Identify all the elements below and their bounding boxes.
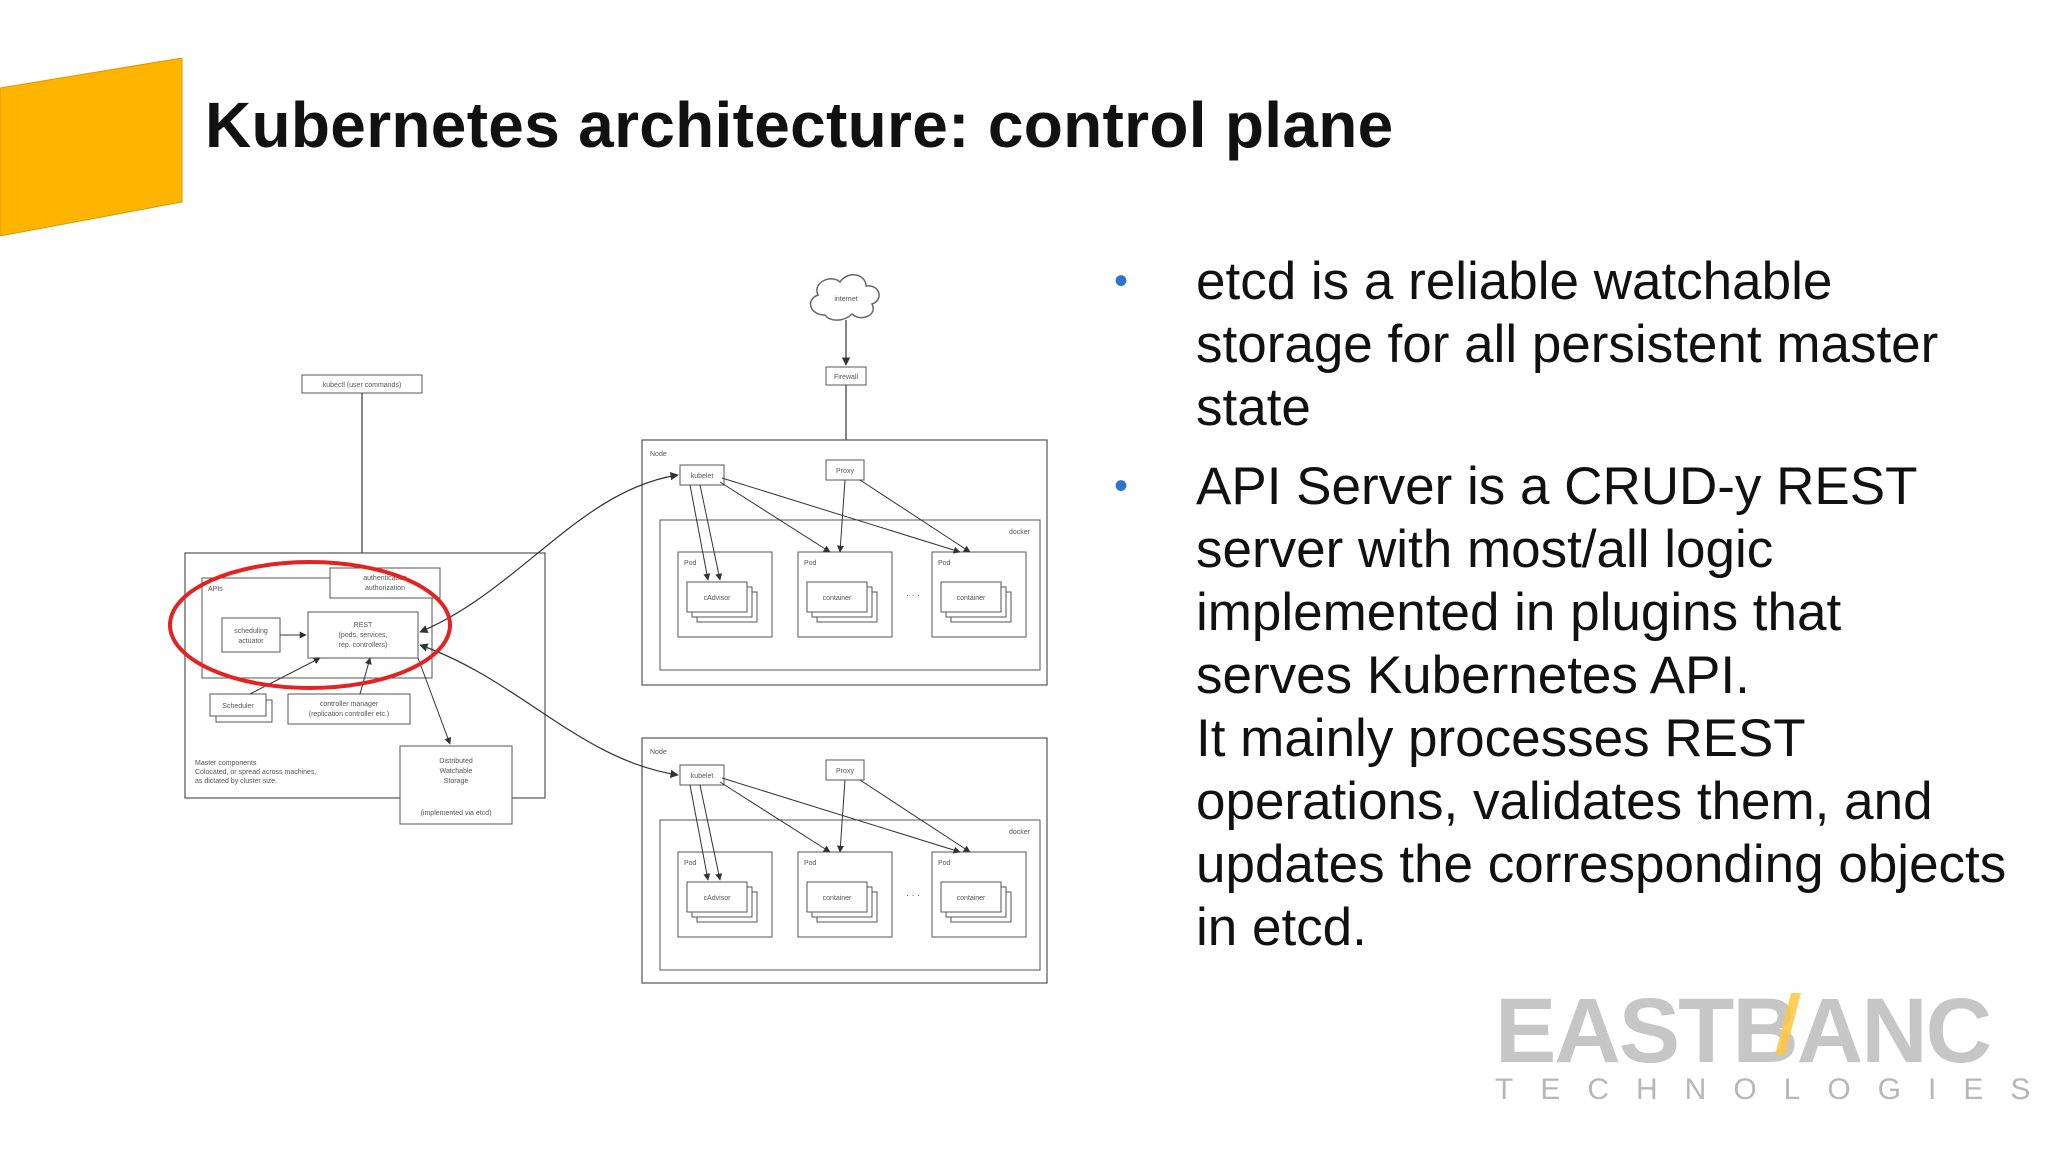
company-logo: EASTBANC TECHNOLOGIES [1495,985,2030,1106]
firewall-label: Firewall [834,374,859,381]
node-1-proxy: Proxy [836,468,854,475]
rest-label-3: rep. controllers) [339,642,388,649]
master-caption-3: as dictated by cluster size. [195,778,277,785]
storage-label-4: (implemented via etcd) [421,810,492,817]
bullet-item-api-server: • API Server is a CRUD-y REST server wit… [1110,455,2010,959]
node-1-kubelet: kubelet [691,473,714,480]
node-2-kubelet: kubelet [691,773,714,780]
scheduler-label: Scheduler [222,703,254,710]
node-2-pod-3-label: Pod [938,860,951,867]
logo-wordmark: EASTBANC [1495,980,1992,1082]
kubectl-label: kubectl (user commands) [323,382,402,389]
logo-tagline: TECHNOLOGIES [1495,1073,2048,1106]
master-caption-2: Colocated, or spread across machines, [195,769,316,776]
rest-label-2: (pods, services, [338,632,387,639]
bullet-list: • etcd is a reliable watchable storage f… [1110,250,2010,975]
master-caption-1: Master components [195,760,257,767]
accent-shape [0,58,183,236]
node-1-pod-2-label: Pod [804,560,817,567]
node-2-pod-1-label: Pod [684,860,697,867]
node-1-docker: docker [1009,529,1031,536]
bullet-text: etcd is a reliable watchable storage for… [1196,252,1939,437]
slide-title: Kubernetes architecture: control plane [205,89,1394,161]
node-1-ellipsis: · · · [906,590,920,600]
node-2-label: Node [650,749,667,756]
node-2-proxy: Proxy [836,768,854,775]
kubectl-box: kubectl (user commands) [301,374,423,394]
node-2-ellipsis: · · · [906,890,920,900]
auth-label-1: authentication [363,575,407,582]
node-1-pod-1-label: Pod [684,560,697,567]
node-1: Node kubelet Proxy docker Pod cAdvisor P… [641,439,1048,686]
node-2: Node kubelet Proxy docker Pod cAdvisor P… [641,737,1048,984]
node-2-pod-1-container: cAdvisor [704,895,732,902]
internet-cloud: internet [809,274,880,321]
storage-label-2: Watchable [440,768,473,775]
storage-label-1: Distributed [439,758,473,765]
apis-label: APIs [208,586,223,593]
bullet-text-continued: It mainly processes REST operations, val… [1196,709,2007,957]
controller-manager-label-2: (replication controller etc.) [309,711,390,718]
node-1-pod-2-container: container [823,595,852,602]
scheduling-label-2: actuator [238,638,264,645]
rest-highlight-circle [168,560,452,690]
logo-slash-icon [1775,993,1801,1055]
auth-label-2: authorization [365,585,405,592]
node-1-label: Node [650,451,667,458]
scheduling-label-1: scheduling [234,628,268,635]
node-1-pod-1-container: cAdvisor [704,595,732,602]
node-2-pod-3-container: container [957,895,986,902]
bullet-item-etcd: • etcd is a reliable watchable storage f… [1110,250,2010,439]
storage-label-3: Storage [444,778,469,785]
internet-label: internet [834,296,857,303]
architecture-diagram: internet Firewall kubectl (user commands… [168,274,1048,984]
node-2-docker: docker [1009,829,1031,836]
bullet-dot-icon: • [1114,259,1129,303]
node-2-pod-2-label: Pod [804,860,817,867]
rest-label-1: REST [354,622,373,629]
firewall-box: Firewall [825,366,867,386]
node-2-pod-2-container: container [823,895,852,902]
controller-manager-label-1: controller manager [320,701,379,708]
node-1-pod-3-label: Pod [938,560,951,567]
bullet-dot-icon: • [1114,464,1129,508]
storage-box: Distributed Watchable Storage (implement… [399,745,513,825]
bullet-text: API Server is a CRUD-y REST server with … [1196,457,1917,705]
node-1-pod-3-container: container [957,595,986,602]
